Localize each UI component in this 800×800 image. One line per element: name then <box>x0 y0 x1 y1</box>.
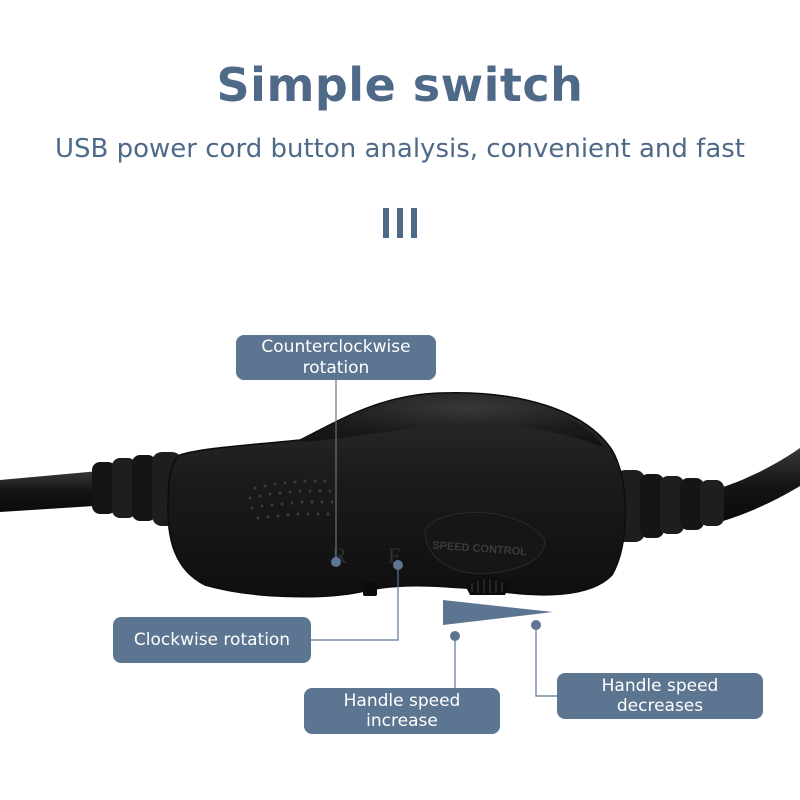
page-subtitle: USB power cord button analysis, convenie… <box>55 134 745 164</box>
page-title: Simple switch <box>216 58 584 112</box>
callout-speed-decrease: Handle speed decreases <box>557 673 763 719</box>
callout-counterclockwise: Counterclockwise rotation <box>236 335 436 380</box>
grip-texture <box>248 479 334 520</box>
callout-clockwise: Clockwise rotation <box>113 617 311 663</box>
speed-wedge-indicator <box>443 600 553 625</box>
direction-toggle-switch <box>363 582 377 596</box>
cable-left <box>0 470 110 512</box>
triple-bar-icon <box>383 208 419 238</box>
callout-counterclockwise-line2: rotation <box>302 357 370 378</box>
callout-counterclockwise-line1: Counterclockwise <box>261 337 411 358</box>
callout-speed-increase: Handle speed increase <box>304 688 500 734</box>
strain-relief-right <box>615 470 724 542</box>
speed-wheel <box>465 577 510 595</box>
cable-right <box>720 448 800 522</box>
strain-relief-left <box>92 452 182 526</box>
